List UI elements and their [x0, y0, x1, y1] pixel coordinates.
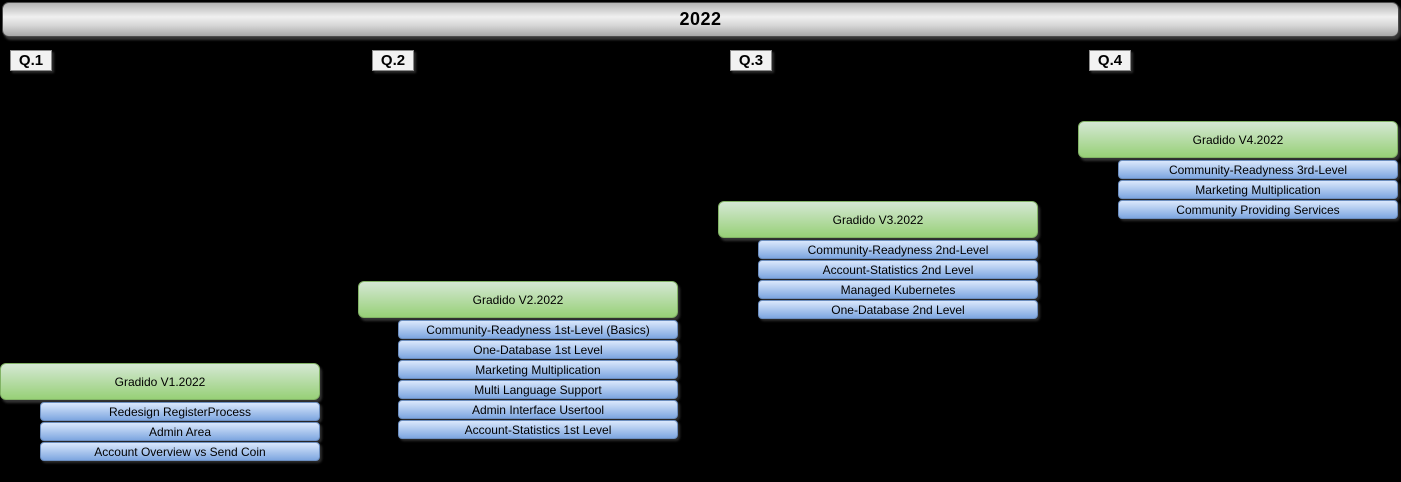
year-header-bar: 2022 [2, 2, 1399, 37]
quarter-label-q2: Q.2 [372, 50, 414, 71]
roadmap-item: Account Overview vs Send Coin [40, 442, 320, 461]
version-box: Gradido V3.2022 [718, 201, 1038, 238]
roadmap-item: Admin Area [40, 422, 320, 441]
version-box: Gradido V4.2022 [1078, 121, 1398, 158]
roadmap-item: Marketing Multiplication [398, 360, 678, 379]
roadmap-item: Community-Readyness 1st-Level (Basics) [398, 320, 678, 339]
version-box: Gradido V1.2022 [0, 363, 320, 400]
roadmap-item: Community-Readyness 2nd-Level [758, 240, 1038, 259]
roadmap-item: Account-Statistics 2nd Level [758, 260, 1038, 279]
version-label: Gradido V3.2022 [832, 212, 924, 227]
version-label: Gradido V1.2022 [114, 374, 206, 389]
roadmap-item: One-Database 1st Level [398, 340, 678, 359]
roadmap-item: Admin Interface Usertool [398, 400, 678, 419]
roadmap-item: Marketing Multiplication [1118, 180, 1398, 199]
roadmap-item: Multi Language Support [398, 380, 678, 399]
roadmap-item: One-Database 2nd Level [758, 300, 1038, 319]
item-list: Community-Readyness 1st-Level (Basics)On… [398, 320, 678, 440]
year-title: 2022 [679, 9, 722, 29]
quarter-label-q3: Q.3 [730, 50, 772, 71]
roadmap-item: Managed Kubernetes [758, 280, 1038, 299]
roadmap-item: Account-Statistics 1st Level [398, 420, 678, 439]
quarter-label-q4: Q.4 [1089, 50, 1131, 71]
version-box: Gradido V2.2022 [358, 281, 678, 318]
roadmap-item: Community-Readyness 3rd-Level [1118, 160, 1398, 179]
version-label: Gradido V2.2022 [472, 292, 564, 307]
quarter-label-q1: Q.1 [10, 50, 52, 71]
roadmap-item: Community Providing Services [1118, 200, 1398, 219]
version-label: Gradido V4.2022 [1192, 132, 1284, 147]
roadmap-item: Redesign RegisterProcess [40, 402, 320, 421]
